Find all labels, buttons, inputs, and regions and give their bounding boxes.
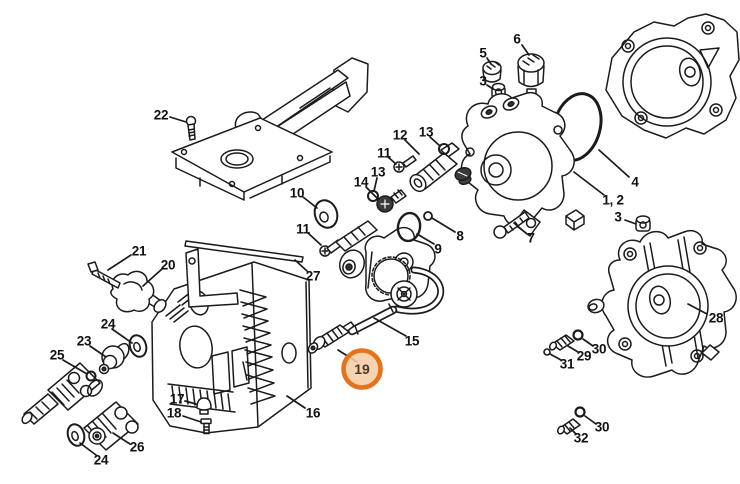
part-washer-24b — [66, 423, 86, 447]
part-coupler-26 — [83, 401, 139, 451]
part-fitting-29 — [548, 334, 575, 351]
part-o-ring-13a — [438, 143, 450, 155]
part-screw-11a — [393, 155, 417, 173]
part-plug-round — [587, 298, 605, 314]
leader-lines — [62, 44, 708, 456]
part-cap-6 — [517, 53, 545, 97]
part-o-ring-9 — [396, 211, 422, 243]
part-bracket — [185, 248, 239, 308]
part-screw-21 — [87, 261, 121, 289]
part-fitting-23 — [98, 342, 130, 375]
highlight-ring[interactable] — [341, 348, 383, 390]
part-cap-nut-3-right — [635, 215, 651, 232]
part-o-ring-31 — [543, 348, 551, 356]
part-o-ring-13b — [367, 190, 379, 202]
part-o-ring-25 — [85, 370, 97, 382]
part-rod-27 — [184, 240, 304, 263]
part-o-ring-30b — [574, 406, 586, 418]
part-fitting-32 — [556, 418, 581, 435]
part-plug-14 — [376, 189, 407, 213]
part-screw-18 — [200, 418, 212, 435]
part-screw-22 — [185, 115, 197, 141]
highlight-circle[interactable]: 19 — [341, 348, 383, 390]
part-o-ring-8 — [423, 211, 433, 221]
part-hose-15 — [347, 266, 445, 336]
part-plug-diamond — [701, 344, 720, 361]
part-washer-10 — [313, 199, 339, 229]
part-cap-17 — [196, 397, 212, 415]
part-knob-20 — [110, 270, 167, 314]
part-pump-manifold — [460, 92, 575, 237]
part-coupler-top — [21, 362, 104, 425]
part-valve-assembly — [326, 220, 436, 308]
part-backplate-housing — [605, 13, 740, 139]
part-screw-7 — [493, 211, 530, 239]
highlighted-part-number: 19 — [354, 361, 370, 377]
part-washer-24a — [128, 334, 148, 358]
part-main-housing-16 — [151, 261, 312, 434]
part-o-ring-30a — [572, 329, 584, 341]
part-top-cover — [171, 57, 369, 201]
part-nozzle-19 — [307, 321, 355, 354]
part-cap-5 — [482, 60, 502, 83]
part-cube-nut — [565, 209, 585, 231]
part-pump-housing-28 — [601, 230, 737, 378]
part-hex-plug — [454, 166, 472, 186]
